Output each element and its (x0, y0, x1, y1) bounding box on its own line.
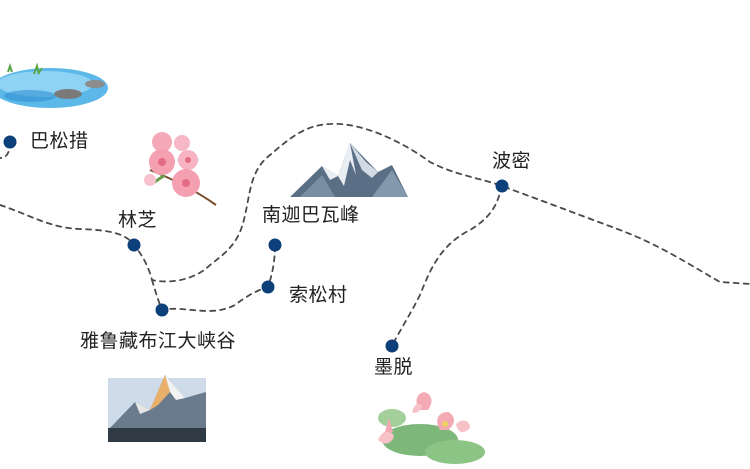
place-label-medog: 墨脱 (374, 356, 414, 378)
route-line (0, 123, 750, 285)
place-label-basongcuo: 巴松措 (30, 130, 89, 152)
place-label-yarlung: 雅鲁藏布江大峡谷 (80, 330, 237, 352)
route-line (151, 244, 276, 312)
stop-linzhi[interactable] (127, 238, 141, 252)
lake-illustration (0, 62, 108, 108)
stop-medog[interactable] (385, 339, 399, 353)
stop-bomi[interactable] (495, 179, 509, 193)
stop-yarlung[interactable] (155, 303, 169, 317)
stop-namcha[interactable] (268, 238, 282, 252)
peach-blossom-illustration (144, 132, 217, 206)
route-line (391, 185, 503, 347)
golden-peak-illustration (108, 375, 206, 442)
place-label-namcha: 南迦巴瓦峰 (262, 204, 360, 226)
stop-suosong[interactable] (261, 280, 275, 294)
stop-basongcuo[interactable] (3, 135, 17, 149)
place-label-suosong: 索松村 (289, 284, 348, 306)
place-label-linzhi: 林芝 (118, 209, 158, 231)
snow-mountain-illustration (290, 143, 408, 197)
lotus-illustration (378, 392, 485, 464)
place-label-bomi: 波密 (492, 150, 532, 172)
